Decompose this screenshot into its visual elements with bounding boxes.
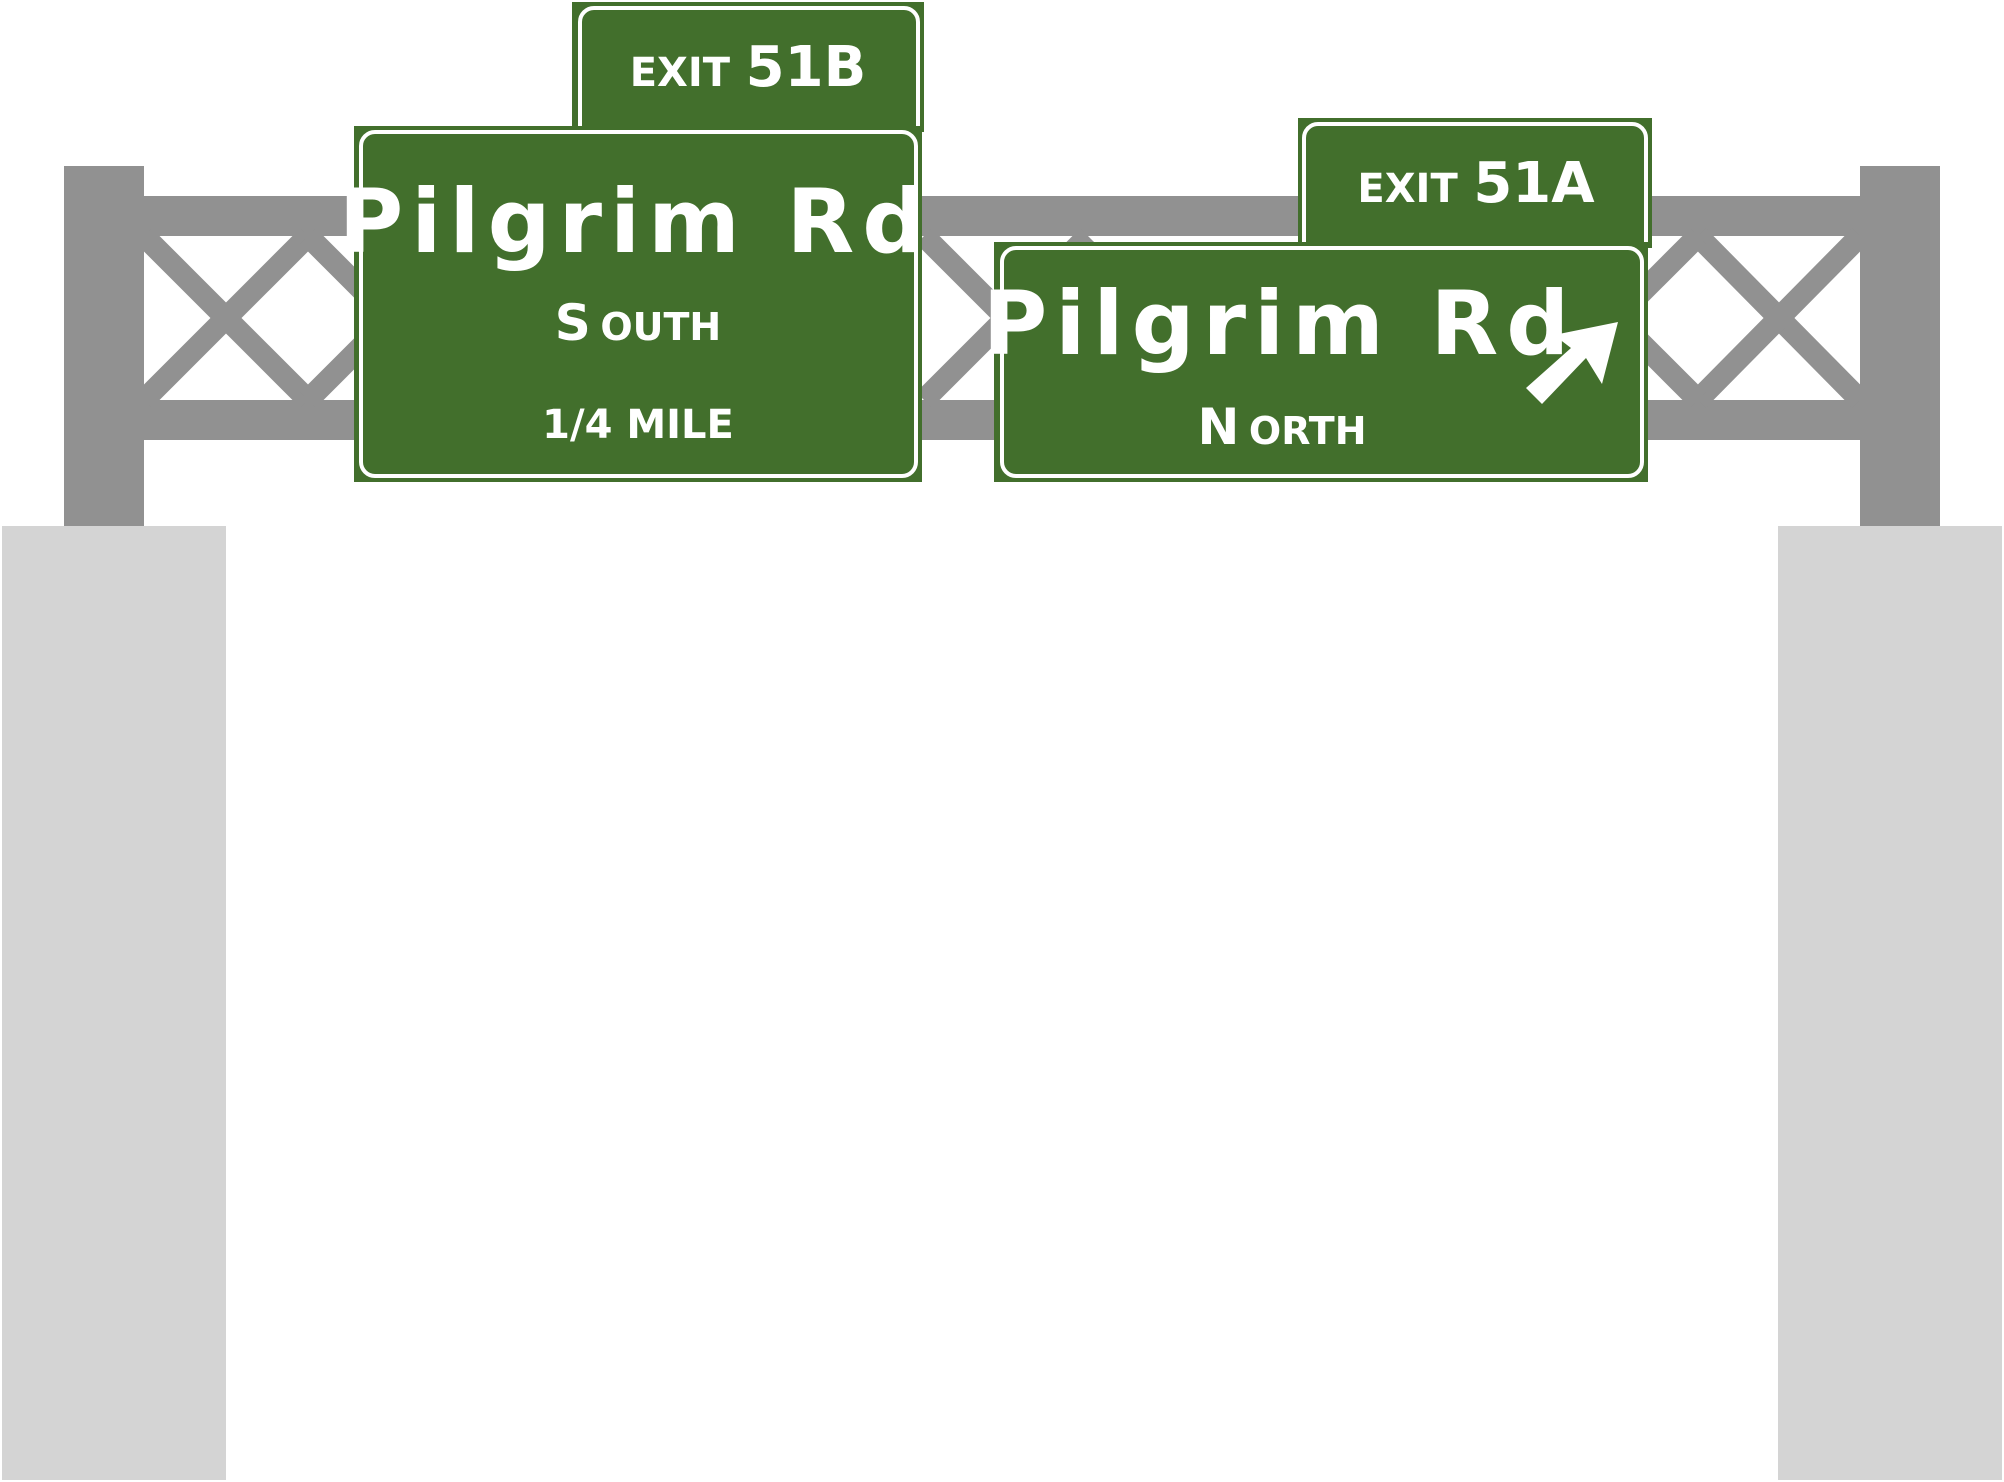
pilgrim-rd-south-sign: Pilgrim Rd S OUTH 1/4 MILE xyxy=(339,126,933,482)
north-direction-rest: ORTH xyxy=(1249,409,1367,453)
exit-51b-label: EXIT 51B xyxy=(630,35,867,100)
left-concrete-base xyxy=(2,526,226,1480)
exit-51a-label: EXIT 51A xyxy=(1357,151,1595,216)
south-direction-initial: S xyxy=(555,294,591,352)
right-post xyxy=(1860,166,1940,526)
south-road-name: Pilgrim Rd xyxy=(339,170,933,273)
right-concrete-base xyxy=(1778,526,2002,1480)
north-road-name: Pilgrim Rd xyxy=(983,272,1577,375)
pilgrim-rd-north-sign: Pilgrim Rd N ORTH xyxy=(983,242,1648,482)
exit-51b-number: 51B xyxy=(746,35,867,100)
exit-51a-number: 51A xyxy=(1473,151,1595,216)
exit-51b-sign: EXIT 51B xyxy=(572,2,924,150)
exit-51a-word: EXIT xyxy=(1357,166,1458,212)
north-direction: N ORTH xyxy=(1197,398,1366,456)
exit-51b-word: EXIT xyxy=(630,50,731,96)
left-post xyxy=(64,166,144,526)
south-distance: 1/4 MILE xyxy=(542,402,734,448)
diagonal-up-right-arrow-icon xyxy=(1526,322,1618,404)
south-direction: S OUTH xyxy=(555,294,721,352)
north-direction-initial: N xyxy=(1197,398,1239,456)
south-direction-rest: OUTH xyxy=(600,305,721,349)
